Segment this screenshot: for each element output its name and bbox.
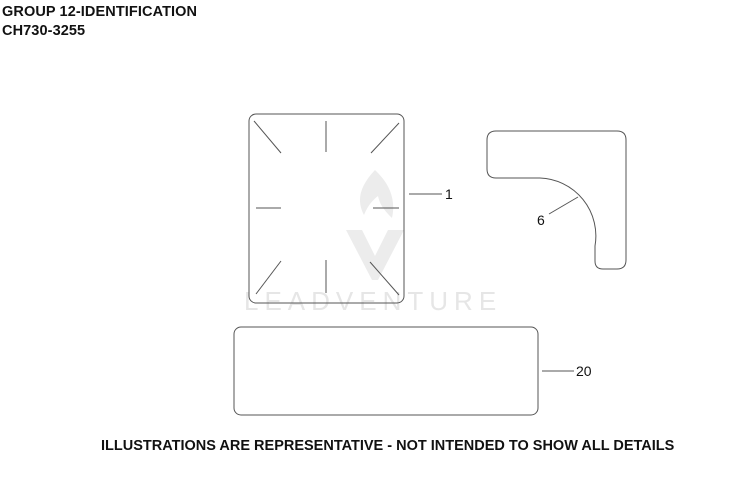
part-1-outline — [248, 113, 405, 304]
part-1-callout: 1 — [445, 186, 453, 202]
part-6-leader-line — [548, 196, 579, 215]
part-20-outline — [233, 326, 539, 416]
part-1-starburst — [253, 120, 400, 296]
watermark: LEADVENTURE — [244, 170, 502, 316]
part-6-outline — [486, 130, 627, 270]
group-title: GROUP 12-IDENTIFICATION — [2, 4, 198, 20]
disclaimer-text: ILLUSTRATIONS ARE REPRESENTATIVE - NOT I… — [101, 438, 675, 454]
watermark-v-logo-icon — [346, 230, 404, 280]
part-1-label-plate[interactable]: 1 — [248, 113, 453, 304]
watermark-brand-text: LEADVENTURE — [244, 286, 502, 316]
model-code: CH730-3255 — [2, 23, 86, 39]
watermark-flame-icon — [359, 170, 394, 218]
part-6-callout: 6 — [537, 212, 545, 228]
part-20-callout: 20 — [576, 363, 592, 379]
part-20-plate[interactable]: 20 — [233, 326, 592, 416]
part-6-curved-decal[interactable]: 6 — [486, 130, 627, 270]
